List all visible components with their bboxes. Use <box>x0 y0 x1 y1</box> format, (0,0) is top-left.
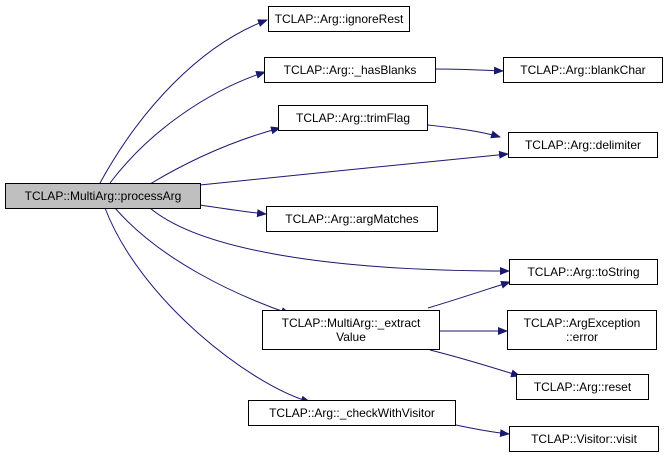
edge-processArg-extractValue <box>114 207 291 315</box>
node-arg-ignorerest[interactable]: TCLAP::Arg::ignoreRest <box>268 6 410 32</box>
edge-checkWithVisitor-visit <box>455 424 510 438</box>
node-arg-reset[interactable]: TCLAP::Arg::reset <box>516 374 649 400</box>
node-multiarg-processarg[interactable]: TCLAP::MultiArg::processArg <box>5 183 201 209</box>
node-arg-tostring[interactable]: TCLAP::Arg::toString <box>509 259 658 285</box>
edge-processArg-argMatches <box>199 204 267 218</box>
edge-trimFlag-delimiter <box>427 124 501 139</box>
node-visitor-visit[interactable]: TCLAP::Visitor::visit <box>509 426 659 452</box>
node-multiarg-extractvalue[interactable]: TCLAP::MultiArg::_extract Value <box>262 310 440 350</box>
node-arg-checkwithvisitor[interactable]: TCLAP::Arg::_checkWithVisitor <box>248 400 456 426</box>
node-arg-trimflag[interactable]: TCLAP::Arg::trimFlag <box>278 105 428 131</box>
edge-processArg-ignoreRest <box>99 19 268 184</box>
edge-extractValue-reset <box>429 349 521 378</box>
edge-processArg-hasBlanks <box>109 71 266 184</box>
edge-hasBlanks-blankChar <box>435 66 504 75</box>
edge-extractValue-toString <box>427 280 511 309</box>
node-arg-blankchar[interactable]: TCLAP::Arg::blankChar <box>503 57 663 83</box>
edge-processArg-checkWithVisitor <box>104 207 311 404</box>
node-arg-argmatches[interactable]: TCLAP::Arg::argMatches <box>266 206 438 232</box>
node-argexception-error[interactable]: TCLAP::ArgException ::error <box>507 310 657 350</box>
edge-processArg-trimFlag <box>149 126 281 185</box>
edge-processArg-delimiter <box>199 150 509 186</box>
edge-processArg-toString <box>149 207 510 275</box>
node-arg-delimiter[interactable]: TCLAP::Arg::delimiter <box>508 132 658 158</box>
node-arg-hasblanks[interactable]: TCLAP::Arg::_hasBlanks <box>264 57 436 83</box>
